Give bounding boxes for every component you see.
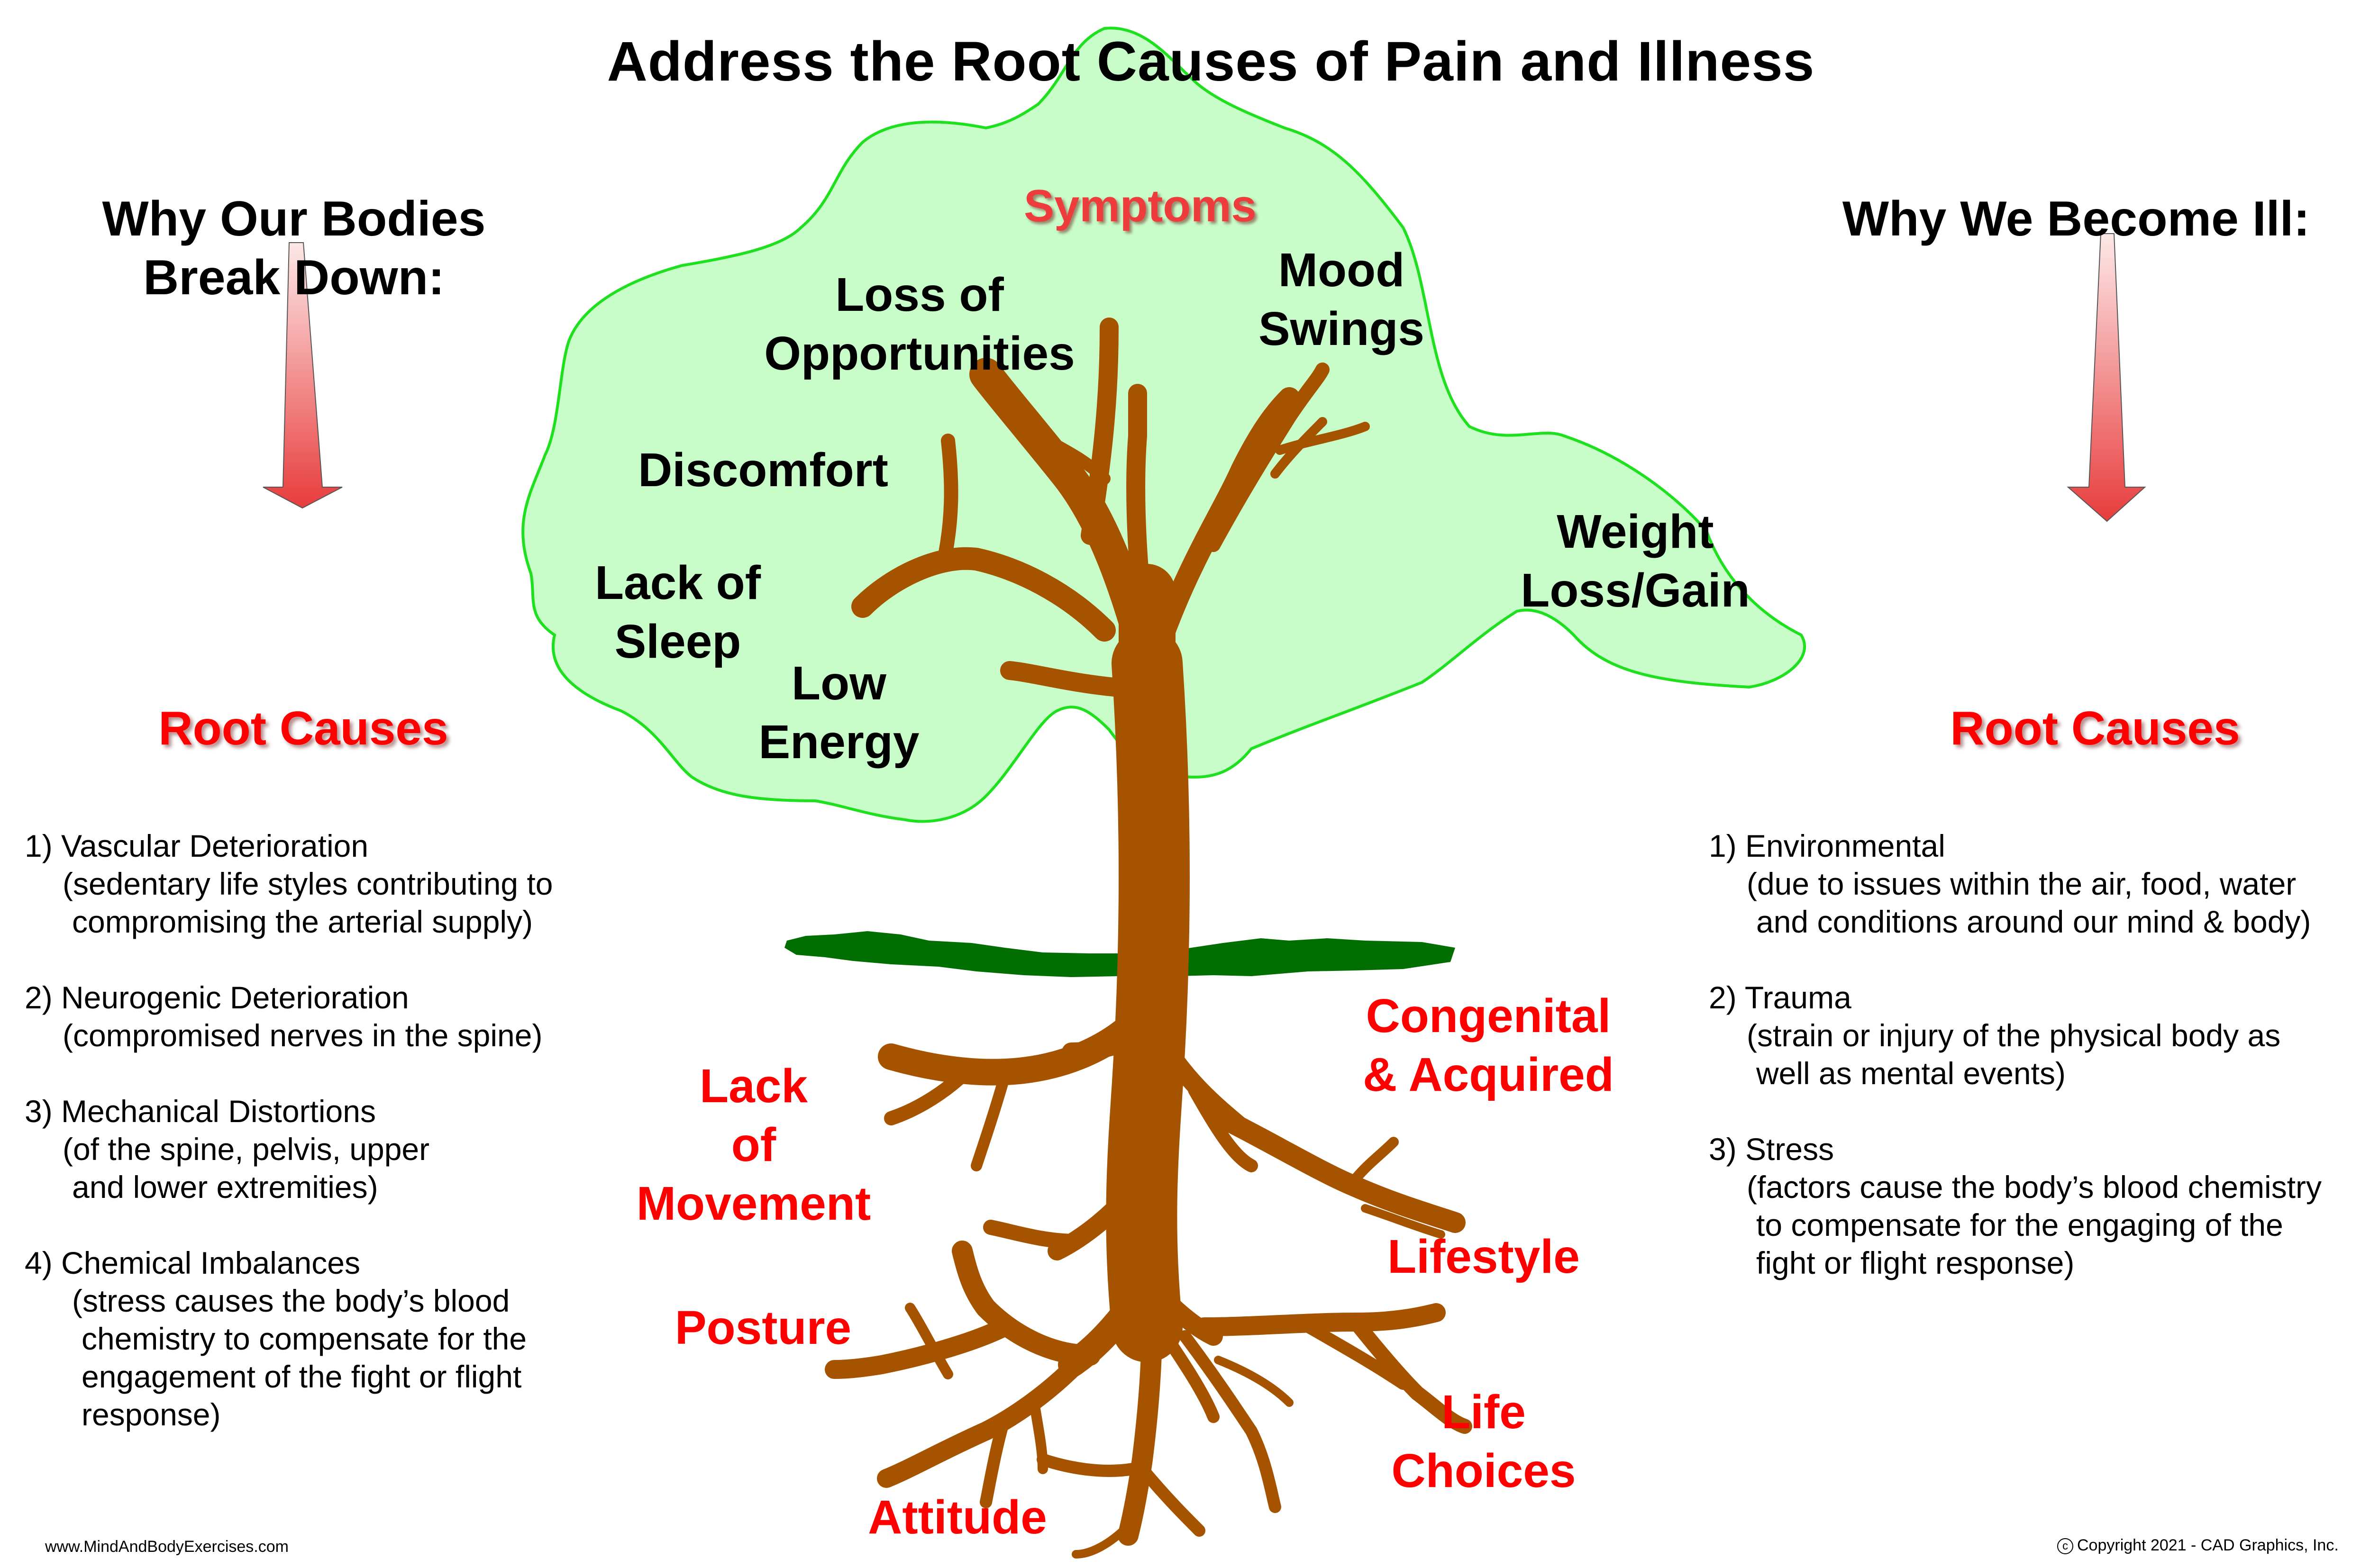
right-cause-desc: to compensate for the engaging of the bbox=[1756, 1207, 2283, 1242]
right-cause-desc: (strain or injury of the physical body a… bbox=[1747, 1018, 2281, 1053]
tree-canopy bbox=[521, 27, 1806, 823]
left-cause-desc: chemistry to compensate for the bbox=[82, 1321, 527, 1356]
cause-line: Life bbox=[1441, 1386, 1526, 1439]
symptom-line: Swings bbox=[1258, 302, 1425, 355]
symptom-line: Energy bbox=[758, 716, 920, 769]
symptoms-label: Symptoms bbox=[1024, 181, 1257, 231]
left-heading-line1: Why Our Bodies bbox=[102, 191, 486, 246]
left-cause-desc: (sedentary life styles contributing to bbox=[63, 866, 553, 901]
left-cause-item: 1) Vascular Deterioration (sedentary lif… bbox=[25, 827, 553, 941]
symptom-loss-of-opportunities: Loss of Opportunities bbox=[739, 265, 1100, 383]
cause-lack-of-movement: Lack of Movement bbox=[616, 1057, 891, 1233]
left-cause-desc: (of the spine, pelvis, upper bbox=[63, 1132, 430, 1167]
right-cause-item: 2) Trauma (strain or injury of the physi… bbox=[1709, 979, 2322, 1092]
cause-line: of bbox=[731, 1118, 776, 1171]
symptom-lack-of-sleep: Lack of Sleep bbox=[569, 553, 787, 671]
right-cause-item: 1) Environmental (due to issues within t… bbox=[1709, 827, 2322, 941]
left-cause-item: 3) Mechanical Distortions (of the spine,… bbox=[25, 1092, 553, 1206]
symptom-line: Sleep bbox=[614, 615, 741, 668]
left-cause-title: 4) Chemical Imbalances bbox=[25, 1245, 360, 1280]
cause-line: Lifestyle bbox=[1387, 1230, 1580, 1283]
tree-trunk bbox=[825, 317, 1472, 1559]
right-causes-list: 1) Environmental (due to issues within t… bbox=[1709, 827, 2322, 1320]
right-cause-desc: (factors cause the body’s blood chemistr… bbox=[1747, 1169, 2322, 1205]
website-link[interactable]: www.MindAndBodyExercises.com bbox=[45, 1538, 289, 1556]
cause-line: Movement bbox=[636, 1177, 871, 1230]
cause-posture: Posture bbox=[659, 1298, 867, 1357]
right-heading: Why We Become Ill: bbox=[1842, 191, 2310, 246]
cause-line: Choices bbox=[1391, 1444, 1576, 1497]
left-cause-desc: compromising the arterial supply) bbox=[72, 904, 533, 939]
cause-congenital-acquired: Congenital & Acquired bbox=[1341, 987, 1635, 1104]
cause-lifestyle: Lifestyle bbox=[1365, 1227, 1602, 1286]
left-cause-desc: (stress causes the body’s blood bbox=[72, 1283, 510, 1318]
left-down-arrow-icon bbox=[263, 242, 343, 509]
right-cause-title: 2) Trauma bbox=[1709, 980, 1851, 1015]
symptom-line: Mood bbox=[1278, 244, 1405, 297]
cause-line: Posture bbox=[675, 1301, 852, 1354]
copyright-icon: c bbox=[2057, 1538, 2073, 1555]
left-cause-item: 2) Neurogenic Deterioration (compromised… bbox=[25, 979, 553, 1054]
symptom-line: Lack of bbox=[594, 556, 761, 609]
page-title: Address the Root Causes of Pain and Illn… bbox=[607, 30, 1815, 93]
left-heading: Why Our Bodies Break Down: bbox=[85, 190, 502, 307]
cause-line: Attitude bbox=[868, 1491, 1047, 1544]
symptom-line: Discomfort bbox=[638, 444, 888, 497]
left-cause-item: 4) Chemical Imbalances (stress causes th… bbox=[25, 1244, 553, 1433]
left-cause-desc: and lower extremities) bbox=[72, 1169, 378, 1205]
right-cause-desc: (due to issues within the air, food, wat… bbox=[1747, 866, 2297, 901]
right-cause-desc: and conditions around our mind & body) bbox=[1756, 904, 2311, 939]
symptom-line: Loss of bbox=[835, 268, 1004, 321]
symptom-mood-swings: Mood Swings bbox=[1232, 241, 1450, 358]
left-cause-desc: engagement of the fight or flight bbox=[82, 1359, 522, 1394]
symptom-line: Loss/Gain bbox=[1521, 564, 1750, 617]
symptom-low-energy: Low Energy bbox=[739, 654, 939, 771]
right-cause-desc: fight or flight response) bbox=[1756, 1245, 2075, 1280]
cause-line: & Acquired bbox=[1363, 1048, 1614, 1101]
symptom-line: Weight bbox=[1557, 505, 1714, 558]
right-root-causes-label: Root Causes bbox=[1950, 702, 2240, 755]
cause-life-choices: Life Choices bbox=[1365, 1383, 1602, 1500]
left-cause-title: 2) Neurogenic Deterioration bbox=[25, 980, 409, 1015]
symptom-line: Low bbox=[792, 657, 886, 710]
left-cause-title: 1) Vascular Deterioration bbox=[25, 828, 369, 863]
cause-line: Lack bbox=[700, 1060, 808, 1113]
symptom-discomfort: Discomfort bbox=[611, 441, 915, 499]
cause-attitude: Attitude bbox=[844, 1488, 1071, 1547]
right-cause-title: 3) Stress bbox=[1709, 1132, 1834, 1167]
right-down-arrow-icon bbox=[2067, 233, 2146, 522]
left-root-causes-label: Root Causes bbox=[158, 702, 448, 755]
right-cause-desc: well as mental events) bbox=[1756, 1056, 2066, 1091]
right-cause-item: 3) Stress (factors cause the body’s bloo… bbox=[1709, 1130, 2322, 1282]
left-heading-line2: Break Down: bbox=[143, 250, 445, 305]
right-cause-title: 1) Environmental bbox=[1709, 828, 1945, 863]
left-cause-desc: response) bbox=[82, 1397, 221, 1432]
symptom-line: Opportunities bbox=[764, 327, 1075, 380]
cause-line: Congenital bbox=[1366, 989, 1611, 1042]
left-cause-title: 3) Mechanical Distortions bbox=[25, 1094, 376, 1129]
left-causes-list: 1) Vascular Deterioration (sedentary lif… bbox=[25, 827, 553, 1471]
symptom-weight-loss-gain: Weight Loss/Gain bbox=[1488, 502, 1782, 620]
copyright-text: Copyright 2021 - CAD Graphics, Inc. bbox=[2077, 1536, 2339, 1554]
left-cause-desc: (compromised nerves in the spine) bbox=[63, 1018, 543, 1053]
